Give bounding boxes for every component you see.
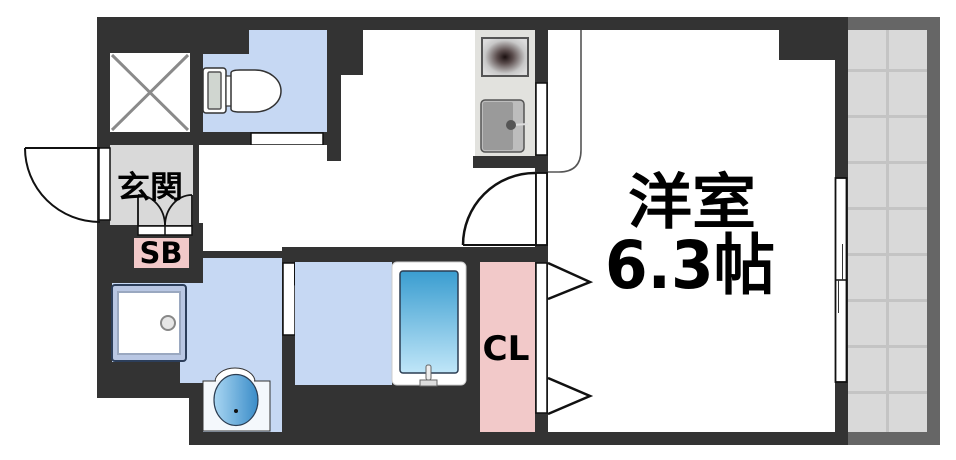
western-room-size: 6.3帖 [605, 227, 775, 304]
hallway-kitchen-floor [199, 30, 535, 251]
entrance-label: 玄関 [117, 170, 183, 206]
balcony [848, 17, 940, 445]
shoe-box-label: SB [140, 236, 183, 270]
stove-icon [481, 37, 529, 77]
western-room-label: 洋室 [628, 168, 756, 238]
bathroom-floor [295, 262, 392, 385]
western-room-floor [548, 30, 835, 432]
balcony-grid [848, 30, 927, 432]
kitchen-sink-icon [480, 99, 529, 153]
entrance-door-swing-icon [24, 147, 111, 223]
shoe-box-area [134, 238, 189, 268]
closet-folding-door-icon [535, 261, 594, 416]
kitchen-counter-base [473, 156, 548, 168]
kitchen-wall-window-icon [535, 82, 548, 156]
entrance-floor [110, 145, 193, 225]
bathtub-icon [391, 261, 467, 387]
room-door-swing-icon [461, 171, 548, 246]
toilet-icon [202, 67, 282, 114]
window-icon [834, 177, 848, 383]
pipe-space-x-icon [110, 53, 190, 132]
closet-area [480, 262, 535, 432]
washing-machine-pan-icon [111, 284, 187, 362]
partition-outline [548, 30, 582, 173]
shoe-box-door-icon [137, 194, 193, 236]
washbasin-icon [202, 367, 271, 432]
closet-label: CL [483, 329, 530, 369]
